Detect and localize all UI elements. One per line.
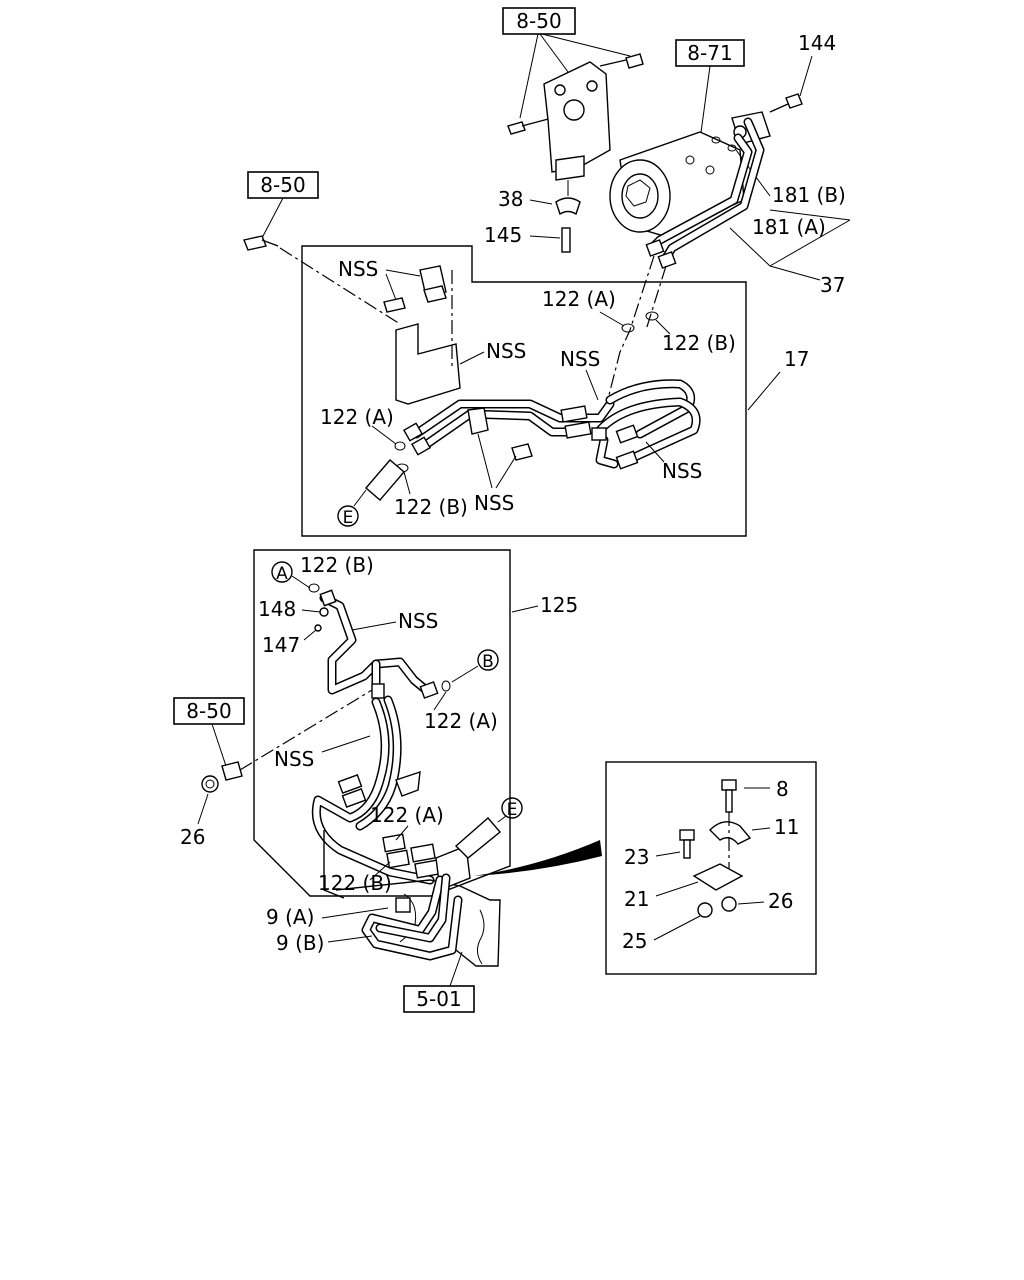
nut-25 xyxy=(697,902,713,918)
label-122b-1: 122 (B) xyxy=(662,331,736,355)
ref-box-8-50-top[interactable] xyxy=(502,7,576,35)
ref-8-50-top: 8-50 xyxy=(516,9,561,33)
ref-8-50-left: 8-50 xyxy=(260,173,305,197)
part-147 xyxy=(314,624,322,632)
compressor-group: 8-71 144 181 (B) 181 (A) 37 xyxy=(599,31,851,431)
circle-a xyxy=(271,561,293,583)
label-181a: 181 (A) xyxy=(752,215,826,239)
clip-17-bottom xyxy=(467,407,489,435)
stud-8-50-mid xyxy=(221,761,243,781)
label-144: 144 xyxy=(798,31,836,55)
detail-box: 8 11 23 21 26 25 xyxy=(605,761,817,975)
label-122a-4: 122 (A) xyxy=(370,803,444,827)
clip-11 xyxy=(709,821,752,845)
label-145: 145 xyxy=(484,223,522,247)
circle-e-1-text: E xyxy=(343,508,354,528)
label-147: 147 xyxy=(262,633,300,657)
label-122a-2: 122 (A) xyxy=(320,405,394,429)
label-nss-3: NSS xyxy=(560,347,600,371)
fitting-9 xyxy=(395,897,411,913)
label-122b-4: 122 (B) xyxy=(318,871,392,895)
label-125: 125 xyxy=(540,593,578,617)
label-181b: 181 (B) xyxy=(772,183,846,207)
label-122b-2: 122 (B) xyxy=(394,495,468,519)
label-148: 148 xyxy=(258,597,296,621)
bolt-right xyxy=(625,53,644,69)
ref-8-50-mid-group: 8-50 26 xyxy=(173,697,245,849)
label-9a: 9 (A) xyxy=(266,905,314,929)
connector-e-bottom xyxy=(454,817,501,859)
detail-pointer xyxy=(474,840,602,876)
bolt-145 xyxy=(561,227,571,253)
circle-e-2-text: E xyxy=(507,800,518,820)
o-ring-181b xyxy=(711,136,721,144)
o-ring-181a xyxy=(727,144,737,152)
bolt-8 xyxy=(721,779,737,791)
bolt-144 xyxy=(785,93,803,109)
label-37: 37 xyxy=(820,273,845,297)
detail-box-frame xyxy=(605,761,817,975)
ref-box-8-50-mid[interactable] xyxy=(173,697,245,725)
engine-area: E 122 (A) 122 (B) 9 (A) 9 (B) 5-01 xyxy=(266,797,602,1013)
ref-8-50-mid: 8-50 xyxy=(186,699,231,723)
bolt-left xyxy=(507,121,526,135)
o-ring-122a-1 xyxy=(621,323,635,333)
label-17: 17 xyxy=(784,347,809,371)
bolt-8-50-left xyxy=(243,235,267,251)
circle-b xyxy=(477,649,499,671)
label-nss-6: NSS xyxy=(398,609,438,633)
ref-5-01: 5-01 xyxy=(416,987,461,1011)
circle-b-text: B xyxy=(482,652,494,672)
circle-e-1 xyxy=(337,505,359,527)
compressor-bracket-group: 8-50 38 145 xyxy=(484,7,644,253)
label-nss-2: NSS xyxy=(486,339,526,363)
label-nss-4: NSS xyxy=(662,459,702,483)
part-148 xyxy=(319,607,329,617)
assembly-125: 125 A 122 (B) 148 147 NSS B 122 (A) xyxy=(239,549,578,897)
label-122a-1: 122 (A) xyxy=(542,287,616,311)
bracket-125 xyxy=(395,770,421,797)
o-ring-122a-2 xyxy=(394,441,406,451)
label-26-left: 26 xyxy=(180,825,205,849)
label-11: 11 xyxy=(774,815,799,839)
bracket-plate-17 xyxy=(395,323,461,405)
label-9b: 9 (B) xyxy=(276,931,324,955)
o-ring-122b-3 xyxy=(308,583,320,593)
label-23: 23 xyxy=(624,845,649,869)
circle-e-2 xyxy=(501,797,523,819)
label-nss-5: NSS xyxy=(474,491,514,515)
label-38: 38 xyxy=(498,187,523,211)
label-21: 21 xyxy=(624,887,649,911)
assembly-17-frame xyxy=(301,245,747,537)
ref-box-5-01[interactable] xyxy=(403,985,475,1013)
connector-e-top xyxy=(365,459,405,501)
nut-26-left xyxy=(201,775,219,793)
circle-a-text: A xyxy=(276,564,288,584)
label-122b-3: 122 (B) xyxy=(300,553,374,577)
clip-38 xyxy=(555,197,581,216)
label-nss-1: NSS xyxy=(338,257,378,281)
assembly-17: 17 NSS NSS NSS 122 (A) xyxy=(301,245,809,537)
bolt-23 xyxy=(679,829,695,841)
nut-26-detail xyxy=(721,896,737,912)
bolt-17-top xyxy=(383,297,406,313)
label-25: 25 xyxy=(622,929,647,953)
plate-21 xyxy=(692,863,744,891)
bolt-17-bottom xyxy=(511,443,533,461)
ref-8-50-left-group: 8-50 xyxy=(243,171,401,325)
label-8: 8 xyxy=(776,777,789,801)
o-ring-122a-3 xyxy=(441,680,451,692)
ref-8-71: 8-71 xyxy=(687,41,732,65)
label-nss-7: NSS xyxy=(274,747,314,771)
label-26-detail: 26 xyxy=(768,889,793,913)
ref-box-8-50-left[interactable] xyxy=(247,171,319,199)
label-122a-3: 122 (A) xyxy=(424,709,498,733)
o-ring-122b-1 xyxy=(645,311,659,321)
